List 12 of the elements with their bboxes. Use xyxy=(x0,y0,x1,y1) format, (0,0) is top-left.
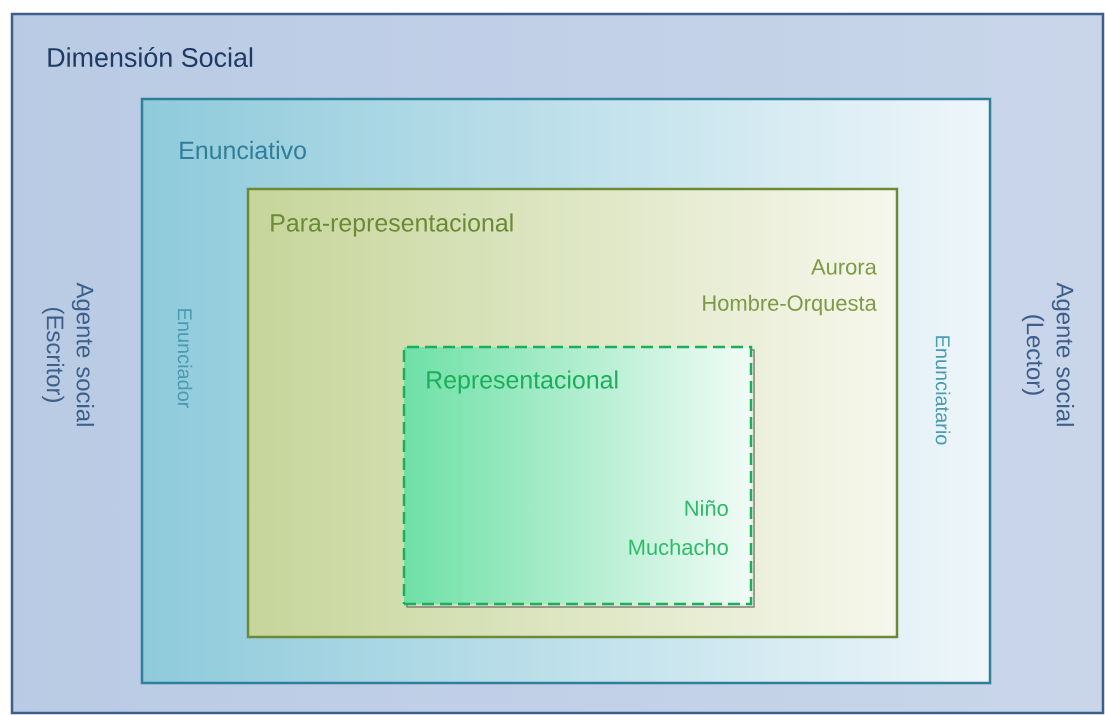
box-title: Dimensión Social xyxy=(48,46,253,68)
box-title: Representacional xyxy=(427,370,618,394)
side-label: Agente social (Escritor) xyxy=(41,282,95,426)
box-title: Para-representacional xyxy=(271,213,513,237)
box-title: Enunciativo xyxy=(180,140,306,160)
side-label: Agente social (Lector) xyxy=(1021,282,1075,426)
side-label: Enunciatario xyxy=(935,336,951,445)
item-label: Niño xyxy=(685,499,728,517)
item-label: Muchacho xyxy=(629,538,728,556)
side-label: Enunciador xyxy=(177,309,193,409)
item-label: Aurora xyxy=(811,259,877,275)
item-label: Hombre-Orquesta xyxy=(703,294,877,316)
